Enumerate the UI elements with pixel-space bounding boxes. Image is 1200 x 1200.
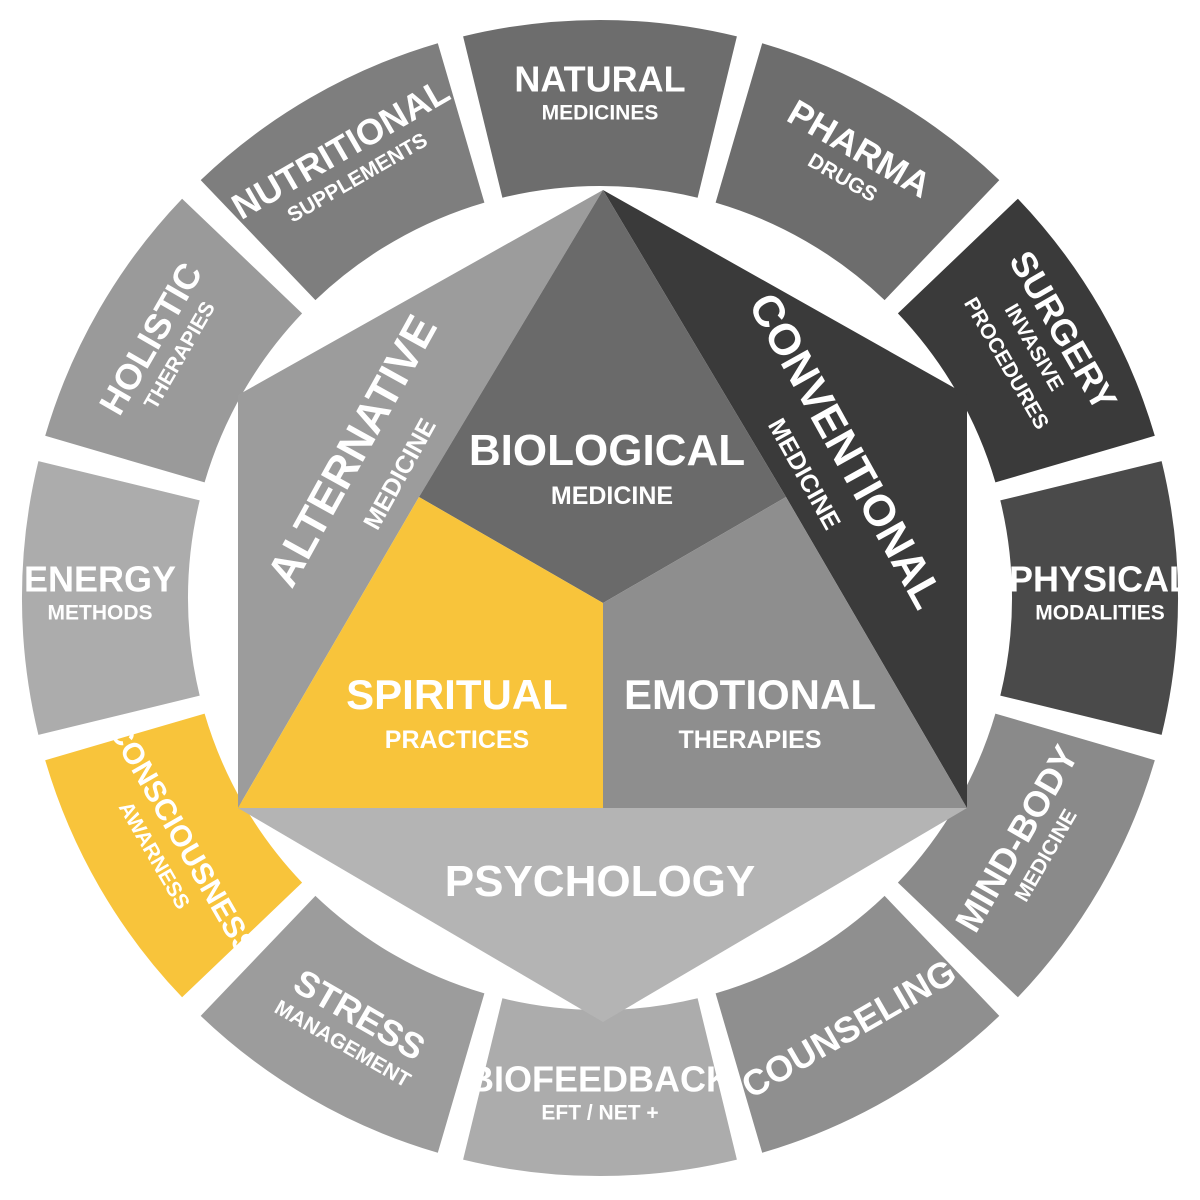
ring-segment-mind_body [897, 713, 1155, 998]
ring-segment-pharma [715, 43, 1000, 301]
ring-segment-physical [1000, 461, 1179, 735]
emotional-sub: THERAPIES [678, 726, 821, 754]
ring-segment-biofeedback [463, 998, 737, 1177]
ring-segment-consciousness [45, 713, 303, 998]
spiritual-sub: PRACTICES [385, 726, 529, 754]
ring-physical-sub: MODALITIES [1035, 602, 1165, 625]
psychology-title: PSYCHOLOGY [445, 857, 756, 906]
emotional-title: EMOTIONAL [624, 671, 876, 718]
ring-segment-counseling [715, 895, 1000, 1153]
spiritual-title: SPIRITUAL [346, 671, 568, 718]
inner-pentagon: ALTERNATIVE MEDICINE CONVENTIONAL MEDICI… [238, 190, 967, 1022]
psychology-region [238, 808, 967, 1022]
ring-physical-title: PHYSICAL [1009, 559, 1191, 600]
ring-segment-stress [200, 895, 485, 1153]
ring-energy-sub: METHODS [48, 602, 153, 625]
biological-medicine-region [419, 190, 786, 603]
ring-segment-surgery [897, 198, 1155, 483]
biological-title: BIOLOGICAL [469, 426, 745, 475]
alternative-medicine-region [238, 190, 603, 808]
emotional-therapies-region [603, 497, 967, 808]
ring-natural-sub: MEDICINES [542, 102, 659, 125]
ring-biofeedback-sub: EFT / NET + [541, 1102, 658, 1125]
ring-segment-natural [463, 19, 737, 198]
ring-segment-energy [21, 461, 200, 735]
ring-segment-nutritional [200, 43, 485, 301]
ring-segment-holistic [45, 198, 303, 483]
spiritual-practices-region [238, 497, 603, 808]
ring-biofeedback-title: BIOFEEDBACK [468, 1059, 732, 1100]
ring-natural-title: NATURAL [514, 59, 685, 100]
ring-energy-title: ENERGY [24, 559, 176, 600]
conventional-medicine-region [603, 190, 967, 808]
biological-sub: MEDICINE [551, 482, 673, 510]
